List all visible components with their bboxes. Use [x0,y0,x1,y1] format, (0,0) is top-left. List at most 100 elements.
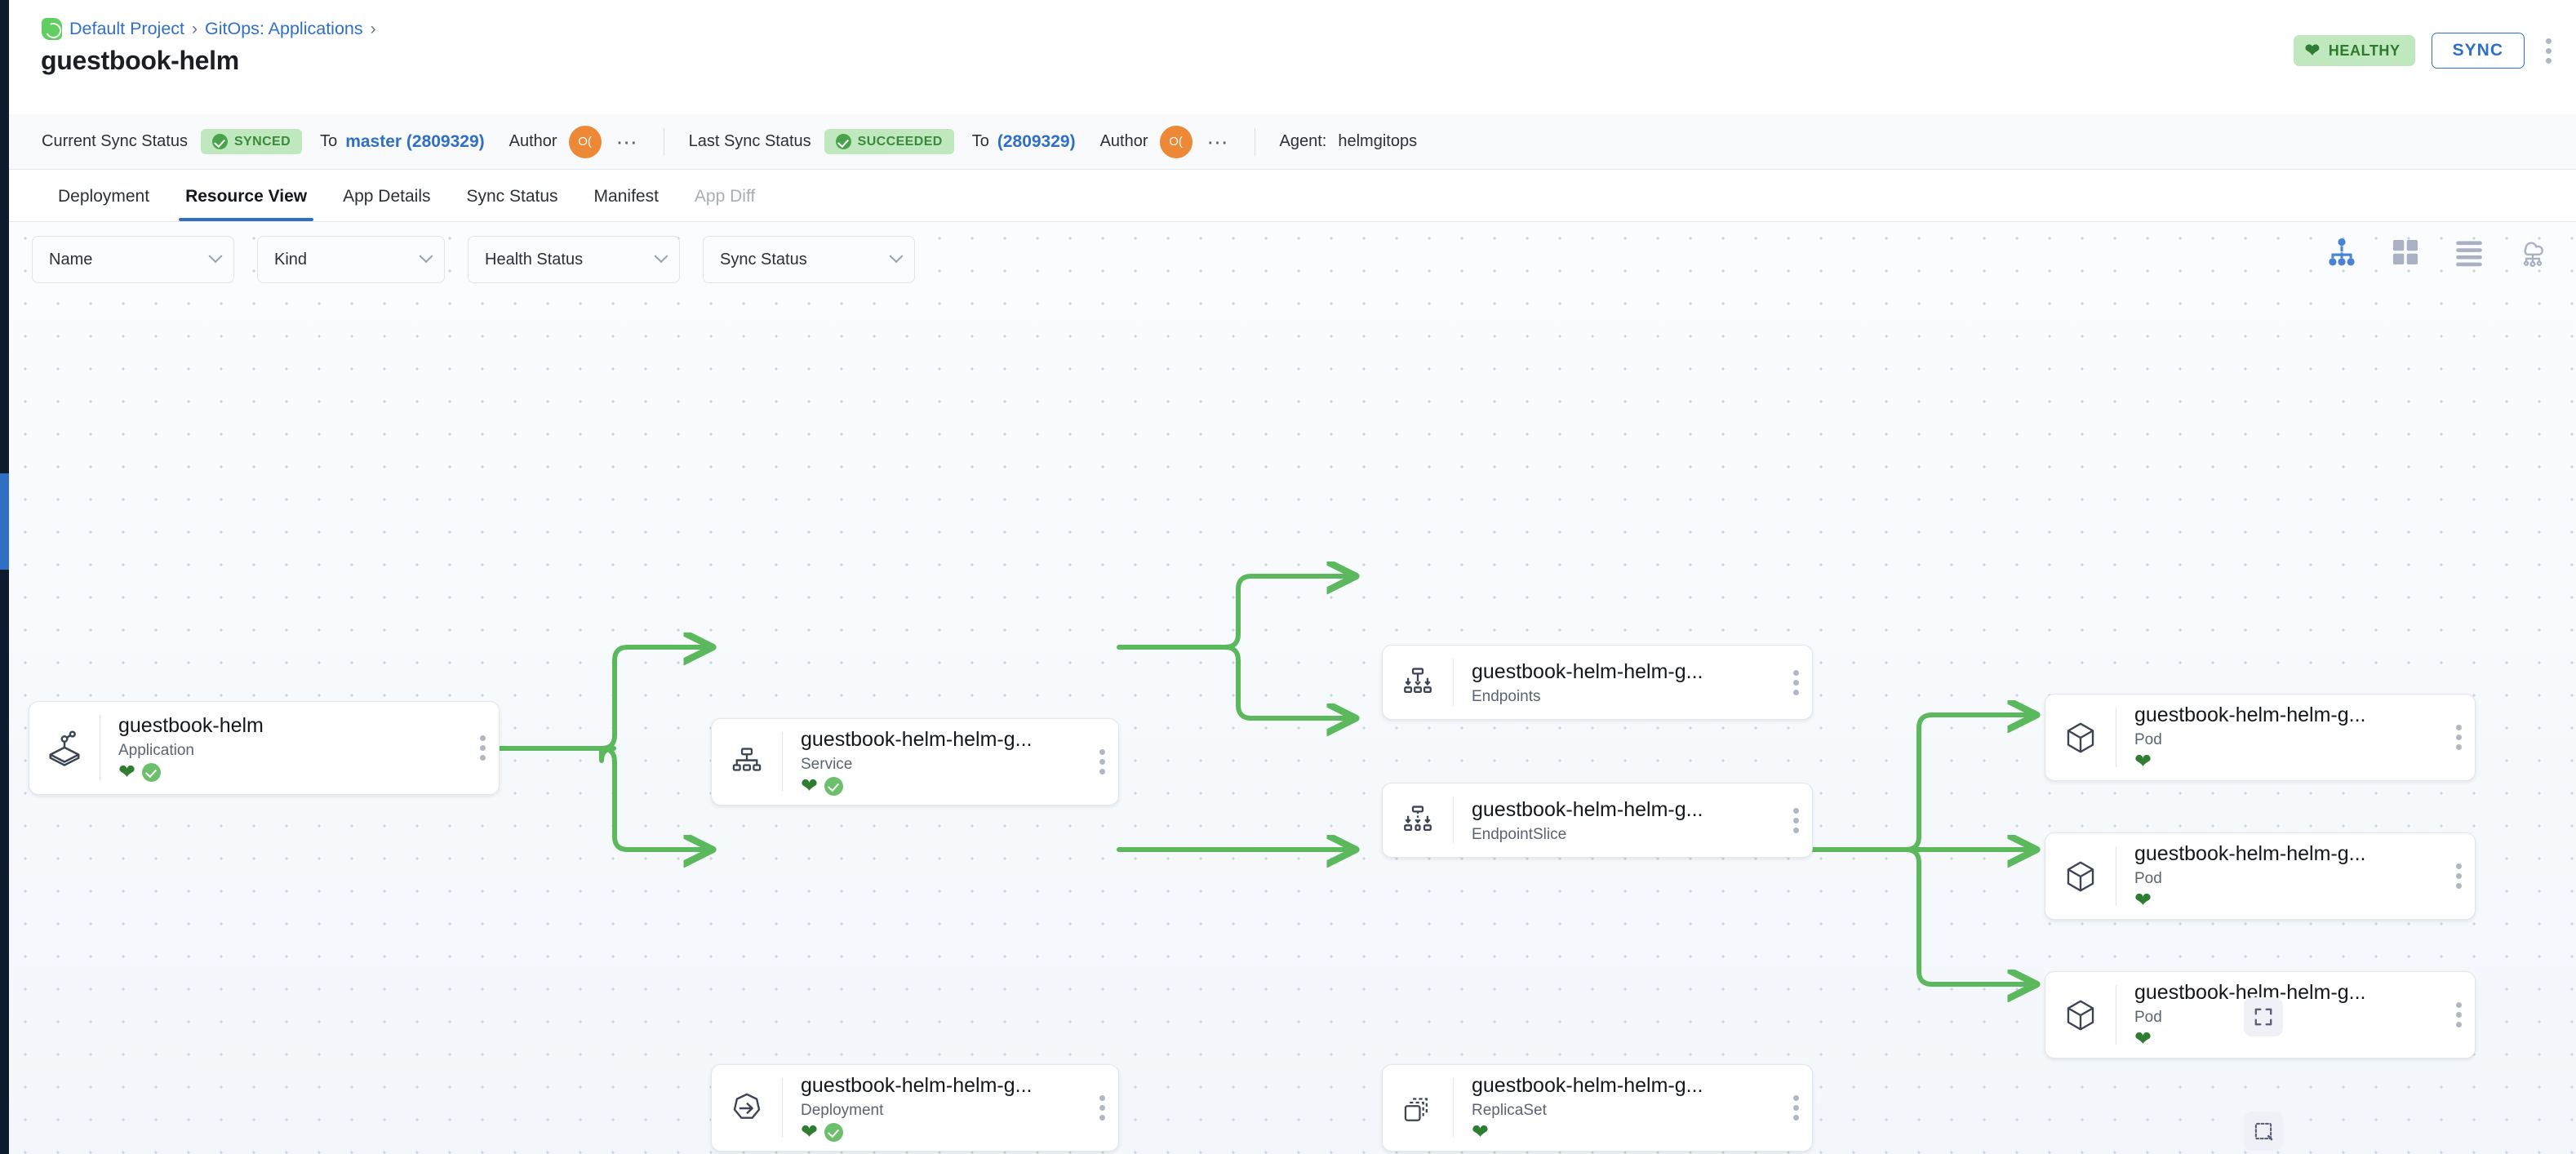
node-kebab-menu-icon[interactable] [1779,1095,1812,1121]
node-kind: Pod [2134,1008,2162,1026]
tab-app-diff: App Diff [694,187,756,206]
last-sync-ellipsis-icon[interactable]: ⋯ [1206,129,1230,154]
tab-app-details[interactable]: App Details [343,187,431,206]
node-body: guestbook-helm-helm-g... EndpointSlice [1454,797,1779,844]
node-divider [782,732,783,792]
health-heart-icon: ❤ [2134,1028,2152,1050]
node-body: guestbook-helm-helm-g... ReplicaSet ❤ [1454,1073,1779,1143]
node-title: guestbook-helm-helm-g... [1472,659,1703,683]
left-nav-rail[interactable] [0,0,9,1154]
node-kebab-menu-icon[interactable] [1779,669,1812,695]
last-sync-status-label: Last Sync Status [688,132,811,150]
node-body: guestbook-helm-helm-g... Pod ❤ [2116,841,2442,912]
view-mode-toggles [2326,237,2548,268]
filter-sync-label: Sync Status [720,250,807,269]
node-kind: Service [801,755,853,773]
node-kind: Endpoints [1472,687,1541,705]
node-body: guestbook-helm-helm-g... Pod ❤ [2116,980,2442,1050]
node-kebab-menu-icon[interactable] [2442,1002,2475,1028]
filter-bar: Name Kind Health Status Sync Status [9,222,2576,297]
deployment-icon [712,1090,782,1126]
tab-manifest[interactable]: Manifest [593,187,659,206]
filter-name-label: Name [49,250,93,269]
chevron-down-icon [208,249,223,264]
node-status-icons: ❤ [2134,1029,2431,1050]
node-status-icons: ❤ [2134,752,2431,773]
breadcrumb-item-gitops-applications[interactable]: GitOps: Applications [205,19,363,38]
node-divider [1453,1078,1454,1138]
node-pod-2[interactable]: guestbook-helm-helm-g... Pod ❤ [2045,832,2476,920]
last-to-label: To [971,132,989,150]
sync-check-icon [824,777,843,796]
node-divider [782,1078,783,1138]
selection-box-icon[interactable] [2244,1112,2283,1151]
chevron-down-icon-4 [889,249,904,264]
heart-icon: ❤ [2304,40,2321,60]
breadcrumb: Default Project › GitOps: Applications › [42,18,376,40]
node-title: guestbook-helm-helm-g... [801,727,1033,751]
graph-edges [497,222,2576,1154]
node-body: guestbook-helm Application ❤ [100,713,466,783]
node-divider [1453,659,1454,706]
node-kebab-menu-icon[interactable] [1086,1095,1118,1121]
current-sync-ellipsis-icon[interactable]: ⋯ [615,129,639,154]
application-icon [29,730,100,767]
last-revision-link[interactable]: (2809329) [997,131,1076,151]
header-kebab-menu-icon[interactable] [2541,33,2556,69]
node-deployment[interactable]: guestbook-helm-helm-g... Deployment ❤ [711,1064,1119,1152]
node-status-icons: ❤ [118,762,455,783]
health-heart-icon: ❤ [2134,889,2152,912]
current-revision-link[interactable]: master (2809329) [345,131,485,151]
node-endpointslice[interactable]: guestbook-helm-helm-g... EndpointSlice [1382,783,1813,858]
fullscreen-icon[interactable] [2244,997,2283,1036]
node-kebab-menu-icon[interactable] [1779,807,1812,833]
tab-deployment[interactable]: Deployment [58,187,150,206]
node-kebab-menu-icon[interactable] [2442,725,2475,750]
node-title: guestbook-helm [118,713,264,737]
filter-sync-status-select[interactable]: Sync Status [703,236,915,283]
left-nav-rail-active-indicator [0,473,9,570]
tab-resource-view[interactable]: Resource View [167,187,325,221]
filter-health-label: Health Status [485,250,584,269]
node-title: guestbook-helm-helm-g... [2134,980,2366,1004]
node-kind: EndpointSlice [1472,825,1567,843]
health-heart-icon: ❤ [801,775,818,797]
node-endpoints[interactable]: guestbook-helm-helm-g... Endpoints [1382,645,1813,720]
codefresh-logo-icon [42,18,62,40]
node-kind: Pod [2134,869,2162,887]
chevron-down-icon-3 [654,249,668,264]
last-author-avatar[interactable]: O( [1159,125,1193,158]
resource-graph-canvas[interactable]: Name Kind Health Status Sync Status [9,222,2576,1154]
node-replicaset[interactable]: guestbook-helm-helm-g... ReplicaSet ❤ [1382,1064,1813,1152]
node-kebab-menu-icon[interactable] [1086,749,1118,775]
health-badge-label: HEALTHY [2328,42,2401,59]
pod-icon [2045,720,2116,756]
sync-button[interactable]: SYNC [2431,33,2525,69]
tab-bar: Deployment Resource View App Details Syn… [9,170,2576,222]
node-application[interactable]: guestbook-helm Application ❤ [29,701,500,795]
grid-view-icon[interactable] [2390,237,2421,268]
current-author-avatar[interactable]: O( [568,125,602,158]
health-heart-icon: ❤ [118,761,135,783]
node-pod-1[interactable]: guestbook-helm-helm-g... Pod ❤ [2045,694,2476,781]
network-view-icon[interactable] [2517,237,2548,268]
node-kind: ReplicaSet [1472,1101,1547,1119]
node-kind: Application [118,741,194,759]
endpoints-icon [1383,665,1453,699]
node-kebab-menu-icon[interactable] [2442,863,2475,889]
tab-sync-status[interactable]: Sync Status [466,187,558,206]
filter-health-status-select[interactable]: Health Status [468,236,680,283]
breadcrumb-item-default-project[interactable]: Default Project [69,19,185,38]
node-kind: Pod [2134,730,2162,748]
node-body: guestbook-helm-helm-g... Deployment ❤ [783,1073,1086,1143]
node-title: guestbook-helm-helm-g... [2134,841,2366,865]
pod-icon-3 [2045,997,2116,1033]
node-kebab-menu-icon[interactable] [466,735,499,761]
node-status-icons: ❤ [801,776,1074,797]
tree-view-icon[interactable] [2326,237,2357,268]
node-service[interactable]: guestbook-helm-helm-g... Service ❤ [711,718,1119,806]
last-author-label: Author [1099,132,1148,150]
list-view-icon[interactable] [2454,237,2485,268]
filter-kind-select[interactable]: Kind [257,236,445,283]
filter-name-select[interactable]: Name [32,236,234,283]
